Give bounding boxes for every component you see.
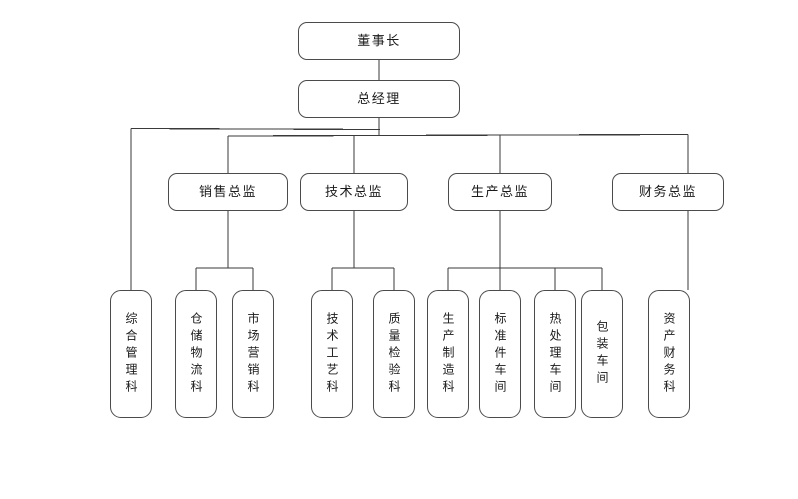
node-general-manager[interactable]: 总经理 [298,80,460,118]
node-chairman-label: 董事长 [357,32,401,48]
node-dept-asset-finance-label: 资产财务科 [662,311,676,397]
node-dept-technical-process-label: 技术工艺科 [325,311,339,397]
node-general-manager-label: 总经理 [357,90,401,106]
node-director-production-label: 生产总监 [470,183,529,199]
node-dept-production-manufacturing[interactable]: 生产制造科 [427,290,469,418]
node-director-sales[interactable]: 销售总监 [168,173,288,211]
node-dept-quality-inspection-label: 质量检验科 [387,311,401,397]
node-dept-warehouse-logistics[interactable]: 仓储物流科 [175,290,217,418]
connector-bus-upper [130,127,381,131]
node-dept-standard-parts-workshop-label: 标准件车间 [493,311,507,397]
node-director-sales-label: 销售总监 [198,183,257,199]
node-dept-warehouse-logistics-label: 仓储物流科 [189,311,203,397]
node-director-finance-label: 财务总监 [638,183,697,199]
node-dept-packaging-workshop-label: 包装车间 [595,320,609,388]
node-dept-heat-treatment-workshop-label: 热处理车间 [548,311,562,397]
node-dept-standard-parts-workshop[interactable]: 标准件车间 [479,290,521,418]
node-dept-marketing[interactable]: 市场营销科 [232,290,274,418]
node-director-technical-label: 技术总监 [324,183,383,199]
node-dept-heat-treatment-workshop[interactable]: 热处理车间 [534,290,576,418]
node-director-technical[interactable]: 技术总监 [300,173,408,211]
node-dept-marketing-label: 市场营销科 [246,311,260,397]
node-dept-quality-inspection[interactable]: 质量检验科 [373,290,415,418]
connector-bus-lower [227,133,689,137]
node-chairman[interactable]: 董事长 [298,22,460,60]
node-dept-production-manufacturing-label: 生产制造科 [441,311,455,397]
node-director-production[interactable]: 生产总监 [448,173,552,211]
node-dept-technical-process[interactable]: 技术工艺科 [311,290,353,418]
node-dept-comprehensive-management[interactable]: 综合管理科 [110,290,152,418]
node-director-finance[interactable]: 财务总监 [612,173,724,211]
node-dept-packaging-workshop[interactable]: 包装车间 [581,290,623,418]
node-dept-asset-finance[interactable]: 资产财务科 [648,290,690,418]
node-dept-comprehensive-management-label: 综合管理科 [124,311,138,397]
